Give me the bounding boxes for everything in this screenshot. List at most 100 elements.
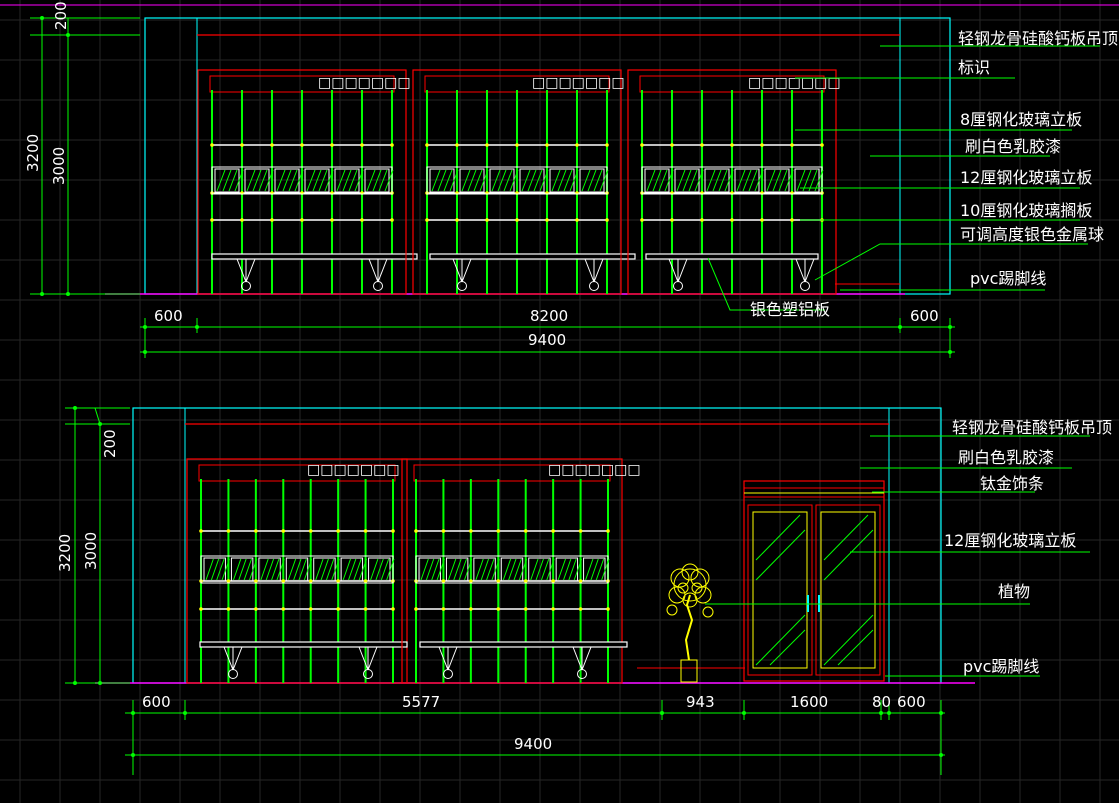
hatch-line <box>331 558 340 581</box>
counter-leg <box>584 258 595 283</box>
shelf-bracket <box>210 143 214 147</box>
hatch-line <box>447 558 457 581</box>
shelf-bracket <box>551 607 555 611</box>
hatch-line <box>475 558 484 581</box>
dim-200: 200 <box>101 429 119 458</box>
hatch-line <box>234 169 244 192</box>
shelf-bracket <box>414 529 418 533</box>
hatch-line <box>646 169 656 192</box>
hatch-line <box>595 558 605 581</box>
hatch-line <box>315 558 324 581</box>
hatch-line <box>306 169 316 192</box>
shelf-bracket <box>606 529 610 533</box>
shelf-bracket <box>441 529 446 533</box>
hatch-line <box>431 169 441 192</box>
shelf-bracket <box>545 218 549 222</box>
hatch-line <box>748 169 758 192</box>
hatch-line <box>590 558 599 581</box>
hatch-line <box>742 169 752 192</box>
hatch-line <box>724 169 734 192</box>
hatch-line <box>467 169 477 192</box>
sign-box <box>198 464 396 482</box>
shelf-bracket <box>515 143 519 147</box>
shelf-bracket <box>605 143 609 147</box>
hatch-line <box>682 169 692 192</box>
hatch-line <box>293 558 302 581</box>
hatch-line <box>354 169 364 192</box>
hatch-line <box>453 558 462 581</box>
hatch-line <box>497 169 507 192</box>
dim-9400: 9400 <box>528 331 566 349</box>
shelf-bracket <box>414 607 418 611</box>
counter-leg <box>245 258 256 283</box>
label-ceiling: 轻钢龙骨硅酸钙板吊顶 <box>958 29 1118 48</box>
shelf-bracket <box>670 143 674 147</box>
hatch-line <box>276 558 285 581</box>
shelf-bracket <box>240 143 244 147</box>
shelf-bracket <box>391 607 395 611</box>
hatch-line <box>282 169 292 192</box>
shelf-bracket <box>281 529 286 533</box>
hatch-line <box>461 169 471 192</box>
counter-leg <box>232 646 243 671</box>
label-sign: 标识 <box>958 58 990 77</box>
hatch-line <box>246 169 256 192</box>
shelf-bracket <box>496 529 501 533</box>
shelf-bracket <box>523 579 528 583</box>
hatch-line <box>503 169 513 192</box>
hatch-line <box>325 558 335 581</box>
shelf-bracket <box>578 607 583 611</box>
hatch-line <box>718 169 728 192</box>
sign-text-2: □□□□□□□ <box>532 75 625 91</box>
counter-leg <box>367 646 378 671</box>
hatch-line <box>464 558 473 581</box>
hatch-line <box>664 169 674 192</box>
hatch-line <box>754 169 764 192</box>
hatch-line <box>276 169 286 192</box>
hatch-line <box>436 558 445 581</box>
hatch-line <box>205 558 214 581</box>
hatch-line <box>243 558 252 581</box>
hatch-line <box>380 558 390 581</box>
shelf-bracket <box>336 529 340 533</box>
shelf-bracket <box>551 529 555 533</box>
counter-leg <box>795 258 806 283</box>
shelf-bracket <box>515 218 519 222</box>
shelf-bracket <box>730 143 734 147</box>
label-12mm-glass: 12厘钢化玻璃立板 <box>960 168 1092 187</box>
hatch-line <box>518 558 528 581</box>
hatch-line <box>513 558 522 581</box>
shelf-bracket <box>425 218 429 222</box>
hatch-line <box>216 558 225 581</box>
hatch-line <box>271 558 280 581</box>
aluminium-counter <box>211 253 418 260</box>
counter-leg <box>377 258 388 283</box>
counter-leg <box>368 258 379 283</box>
leader-lines <box>705 435 1090 677</box>
shelf-bracket <box>226 607 231 611</box>
hatch-line <box>587 169 597 192</box>
dim-8200: 8200 <box>530 307 568 325</box>
counter-leg <box>447 646 458 671</box>
hatch-line <box>535 558 544 581</box>
shelf-bracket <box>390 143 394 147</box>
hatch-line <box>260 558 269 581</box>
hatch-line <box>294 169 304 192</box>
hatch-line <box>437 169 447 192</box>
hatch-line <box>443 169 453 192</box>
hatch-line <box>581 169 591 192</box>
display-row <box>200 555 394 584</box>
hatch-line <box>784 169 794 192</box>
aluminium-counter <box>199 641 408 648</box>
shelf-bracket <box>700 143 704 147</box>
shelf-bracket <box>199 529 203 533</box>
shelf-bracket <box>700 218 704 222</box>
hatch-line <box>342 169 352 192</box>
hatch-line <box>796 169 806 192</box>
counter-leg <box>461 258 472 283</box>
hatch-line <box>232 558 242 581</box>
label-ceiling: 轻钢龙骨硅酸钙板吊顶 <box>952 418 1112 437</box>
label-pvc-skirting: pvc踢脚线 <box>970 269 1046 288</box>
label-12mm-glass: 12厘钢化玻璃立板 <box>944 531 1076 550</box>
